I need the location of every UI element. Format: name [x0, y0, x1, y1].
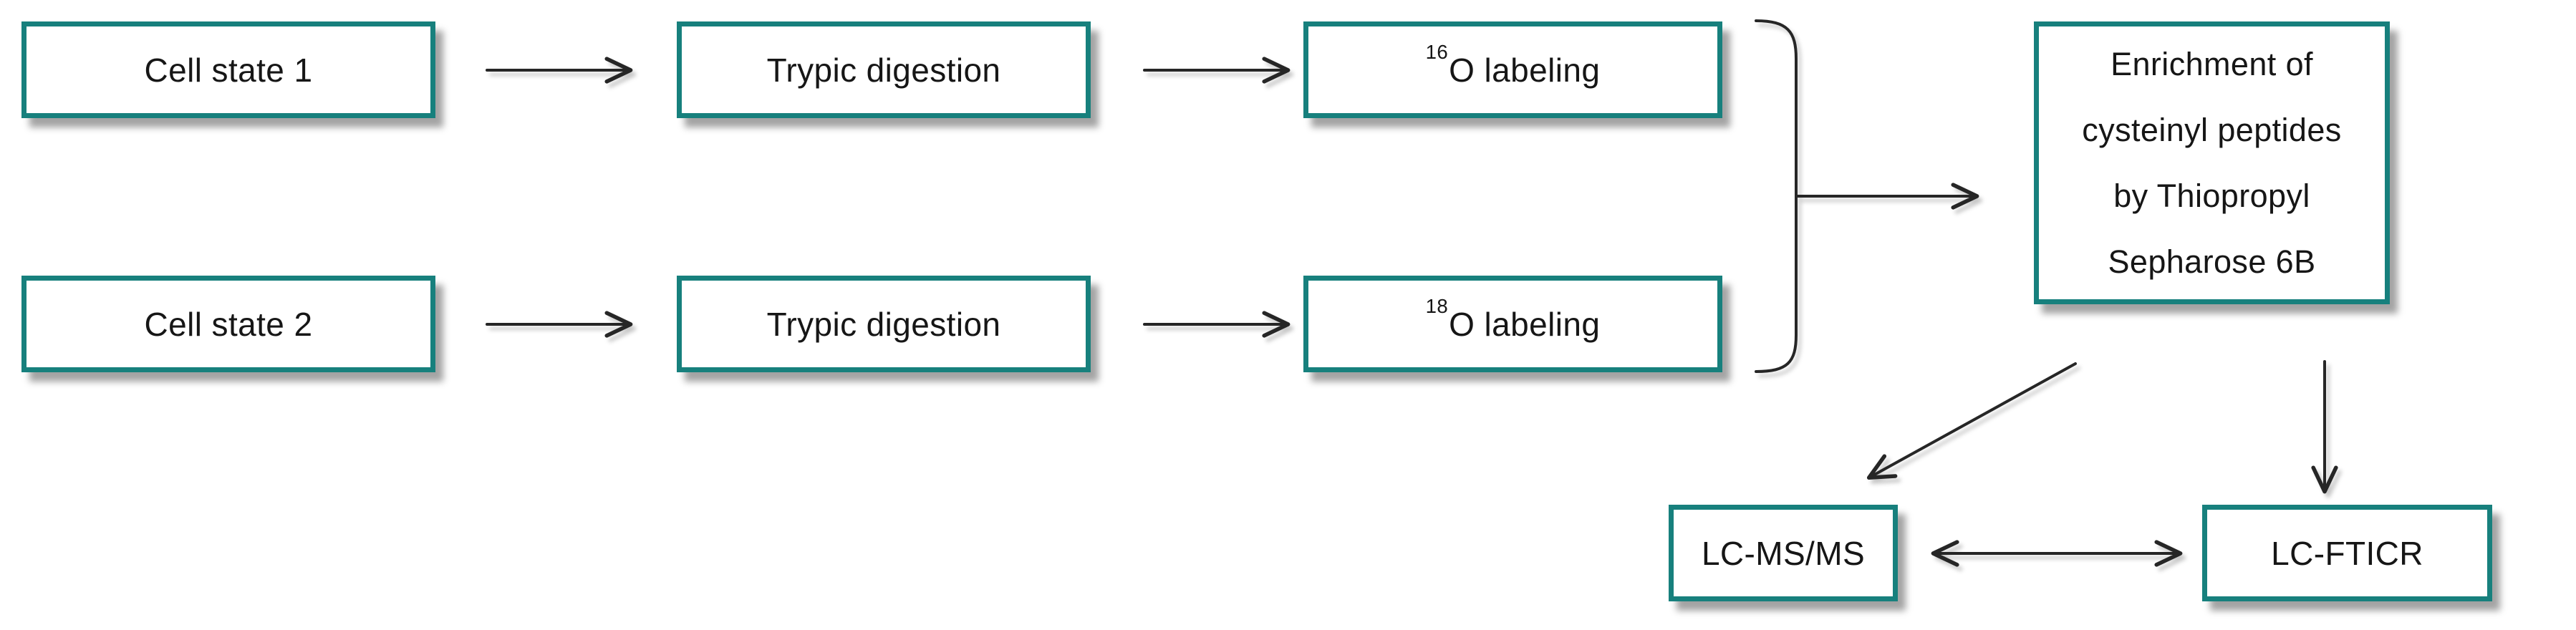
lc-msms-label: LC-MS/MS: [1701, 534, 1866, 572]
enrichment-line-3: by Thiopropyl: [2113, 177, 2310, 214]
box-lc-msms: LC-MS/MS: [1669, 505, 1898, 601]
cell-state-2-label: Cell state 2: [144, 305, 313, 343]
arrow-enrichment-lcmsms: [1866, 362, 2077, 480]
box-o16-labeling: 16O labeling: [1303, 21, 1722, 118]
o18-labeling-label: 18O labeling: [1426, 295, 1601, 344]
isotope-16-superscript: 16: [1425, 41, 1449, 63]
trypic-digestion-2-label: Trypic digestion: [766, 305, 1001, 343]
enrichment-line-1: Enrichment of: [2111, 45, 2313, 82]
cell-state-1-label: Cell state 1: [144, 51, 313, 89]
box-cell-state-1: Cell state 1: [21, 21, 435, 118]
o16-labeling-label: 16O labeling: [1426, 41, 1601, 89]
box-lc-fticr: LC-FTICR: [2202, 505, 2492, 601]
enrichment-line-4: Sepharose 6B: [2108, 243, 2316, 280]
merge-bracket: [1755, 19, 1798, 373]
isotope-18-superscript: 18: [1425, 295, 1449, 317]
box-enrichment: Enrichment of cysteinyl peptides by Thio…: [2034, 21, 2390, 304]
lc-fticr-label: LC-FTICR: [2271, 534, 2423, 572]
box-trypic-digestion-1: Trypic digestion: [677, 21, 1091, 118]
o16-labeling-text: O labeling: [1449, 51, 1601, 89]
enrichment-line-2: cysteinyl peptides: [2082, 111, 2342, 148]
trypic-digestion-1-label: Trypic digestion: [766, 51, 1001, 89]
box-cell-state-2: Cell state 2: [21, 276, 435, 372]
box-trypic-digestion-2: Trypic digestion: [677, 276, 1091, 372]
o18-labeling-text: O labeling: [1449, 305, 1601, 343]
box-o18-labeling: 18O labeling: [1303, 276, 1722, 372]
